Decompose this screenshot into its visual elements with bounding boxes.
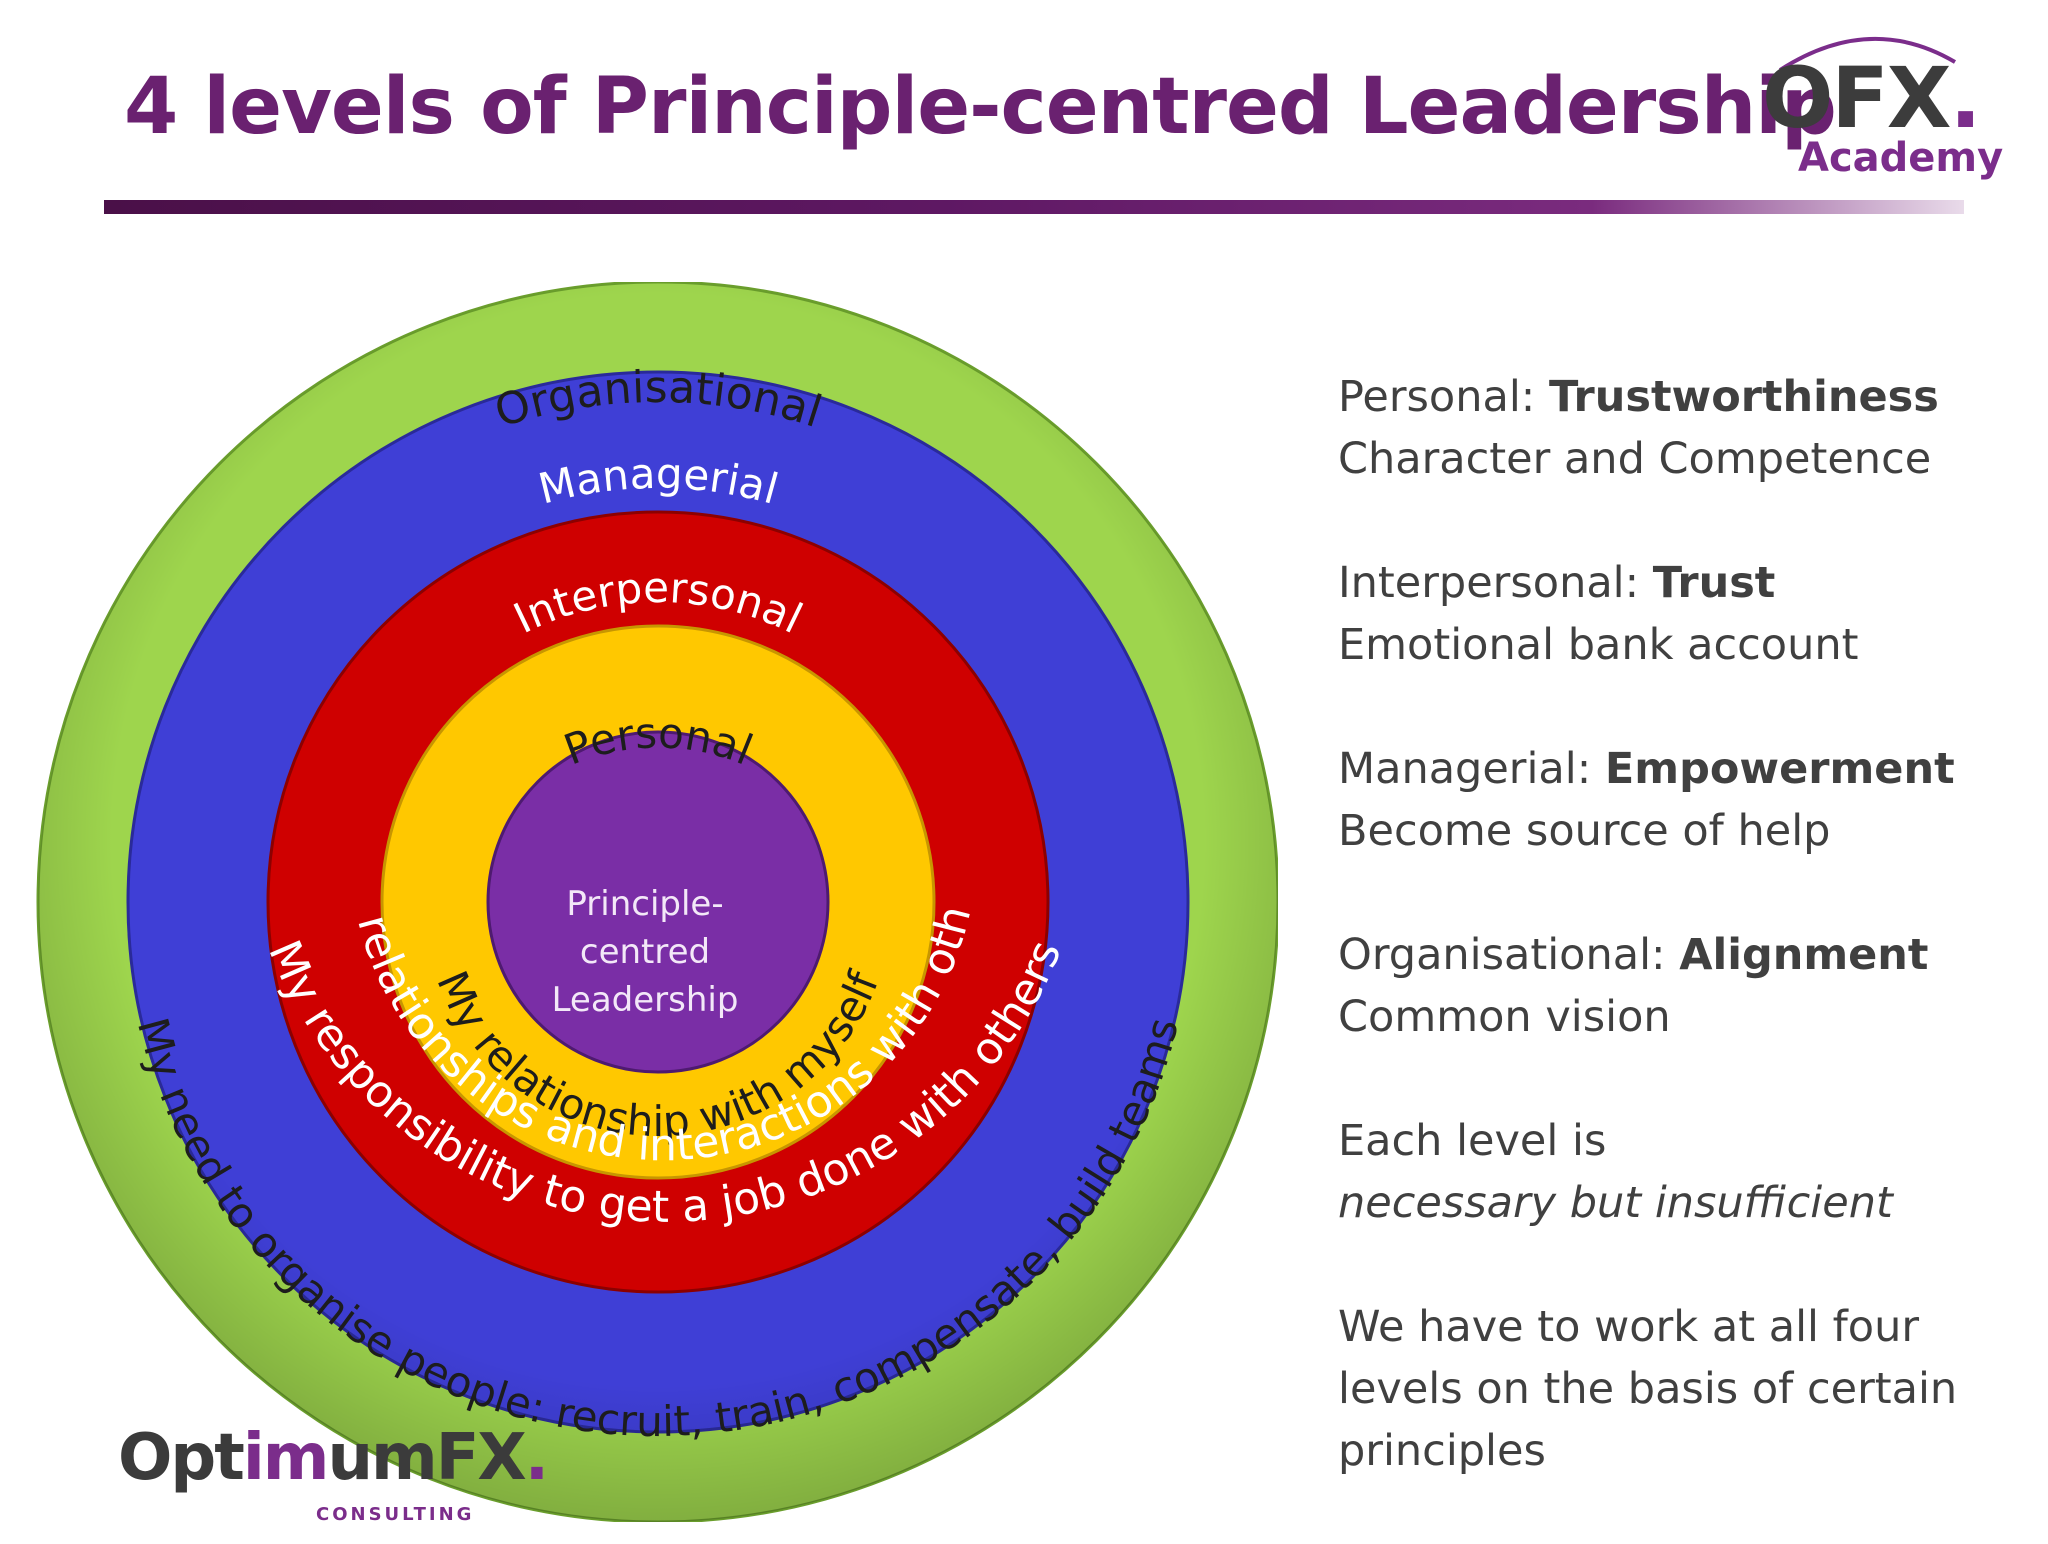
summary-detail: Become source of help — [1338, 806, 1831, 856]
summary-keyword: Empowerment — [1604, 744, 1955, 794]
summary-item-interpersonal: Interpersonal: Trust Emotional bank acco… — [1338, 552, 2028, 676]
logo-swoosh-icon — [1778, 36, 1957, 72]
center-label-line: Principle- — [566, 884, 724, 924]
logo-name-dot: . — [524, 1421, 549, 1495]
note-emphasis: necessary but insufficient — [1338, 1178, 1893, 1228]
ofx-academy-logo: OFX. Academy — [1740, 22, 2003, 192]
summary-label: Interpersonal: — [1338, 558, 1653, 608]
logo-ofx-dot: . — [1949, 49, 1982, 147]
summary-label: Managerial: — [1338, 744, 1605, 794]
outer-shading — [38, 282, 1278, 1522]
summary-detail: Common vision — [1338, 992, 1671, 1042]
logo-name-accent: im — [242, 1421, 330, 1495]
leadership-circles-diagram: Organisational Managerial Interpersonal … — [18, 282, 1278, 1522]
summary-item-managerial: Managerial: Empowerment Become source of… — [1338, 738, 2028, 862]
logo-ofx-text: OFX — [1762, 49, 1952, 147]
center-label: Principle- centred Leadership — [500, 880, 790, 1024]
title-divider — [104, 200, 1964, 214]
note-each-level: Each level is necessary but insufficient — [1338, 1110, 2028, 1234]
summary-keyword: Trustworthiness — [1548, 372, 1939, 422]
summary-keyword: Alignment — [1679, 930, 1929, 980]
note-all-four: We have to work at all four levels on th… — [1338, 1296, 2028, 1482]
optimumfx-logo: OptimumFX. CONSULTING — [118, 1426, 549, 1536]
note-line: levels on the basis of certain — [1338, 1364, 1958, 1414]
note-line: We have to work at all four — [1338, 1302, 1920, 1352]
summary-label: Personal: — [1338, 372, 1549, 422]
summary-label: Organisational: — [1338, 930, 1680, 980]
summary-item-organisational: Organisational: Alignment Common vision — [1338, 924, 2028, 1048]
summary-item-personal: Personal: Trustworthiness Character and … — [1338, 366, 2028, 490]
summary-detail: Emotional bank account — [1338, 620, 1859, 670]
logo-academy-text: Academy — [1798, 135, 2004, 181]
summary-keyword: Trust — [1652, 558, 1776, 608]
center-label-line: Leadership — [551, 980, 739, 1020]
logo-name-part: umFX — [327, 1421, 526, 1495]
center-label-line: centred — [579, 932, 711, 972]
page-title: 4 levels of Principle-centred Leadership — [124, 62, 1837, 152]
note-line: principles — [1338, 1426, 1546, 1476]
note-line: Each level is — [1338, 1116, 1607, 1166]
summary-detail: Character and Competence — [1338, 434, 1932, 484]
levels-summary: Personal: Trustworthiness Character and … — [1338, 366, 2028, 1544]
logo-consulting-text: CONSULTING — [316, 1504, 475, 1525]
logo-name-part: Opt — [118, 1421, 245, 1495]
